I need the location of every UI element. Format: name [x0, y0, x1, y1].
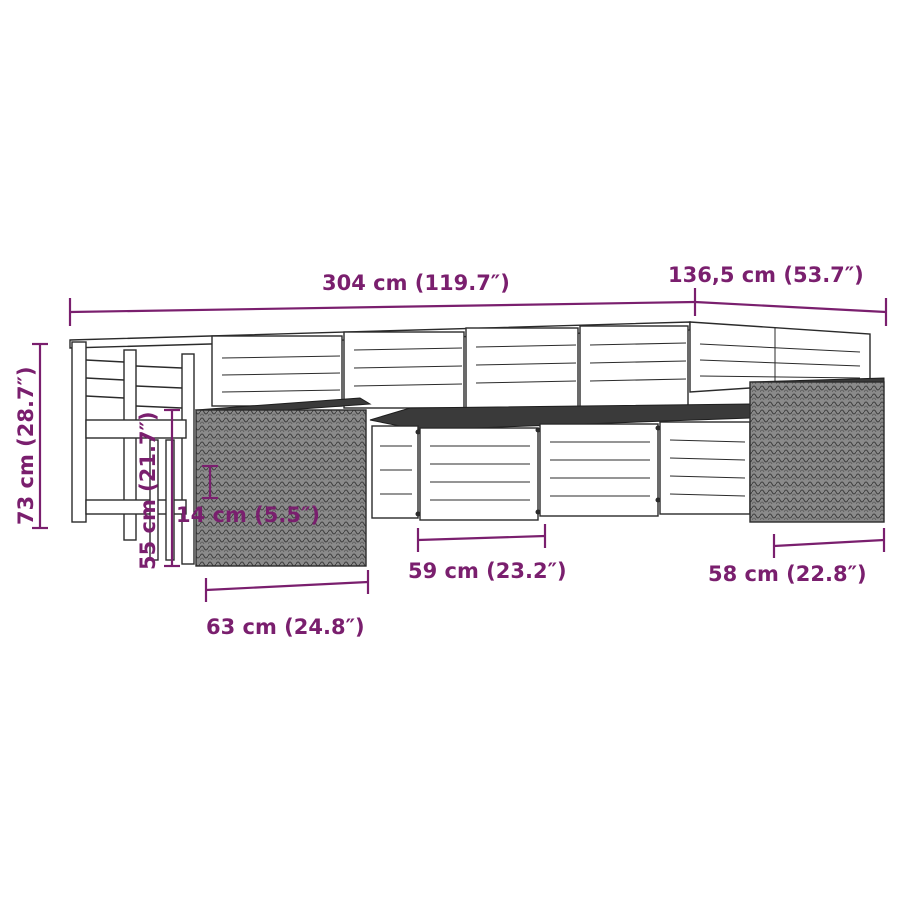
ottoman-width-line: [205, 580, 369, 592]
ottoman-width-label: 63 cm (24.8″): [206, 615, 365, 639]
left-wicker-ottoman: [194, 397, 372, 567]
total-width-label: 304 cm (119.7″): [322, 271, 510, 295]
backrest-row: [69, 321, 871, 409]
left-armrest-frame: [71, 341, 195, 565]
total-width-line: [69, 300, 696, 314]
corner-seat-width-line: [773, 538, 885, 548]
cushion-thickness-label: 14 cm (5.5″): [176, 503, 320, 527]
right-wicker-ottoman: [749, 377, 885, 523]
depth-side-label: 136,5 cm (53.7″): [668, 263, 864, 287]
middle-seat-width-line: [417, 534, 546, 542]
depth-side-line: [694, 300, 887, 314]
total-height-label: 73 cm (28.7″): [14, 366, 38, 525]
seat-height-label: 55 cm (21.7″): [136, 411, 160, 570]
dimension-labels: 304 cm (119.7″) 136,5 cm (53.7″) 73 cm (…: [14, 263, 867, 639]
corner-seat-width-label: 58 cm (22.8″): [708, 562, 867, 586]
middle-seat-modules: [369, 403, 751, 521]
sofa-set-illustration: [69, 321, 885, 567]
middle-seat-width-label: 59 cm (23.2″): [408, 559, 567, 583]
dimension-lines: [32, 288, 888, 602]
